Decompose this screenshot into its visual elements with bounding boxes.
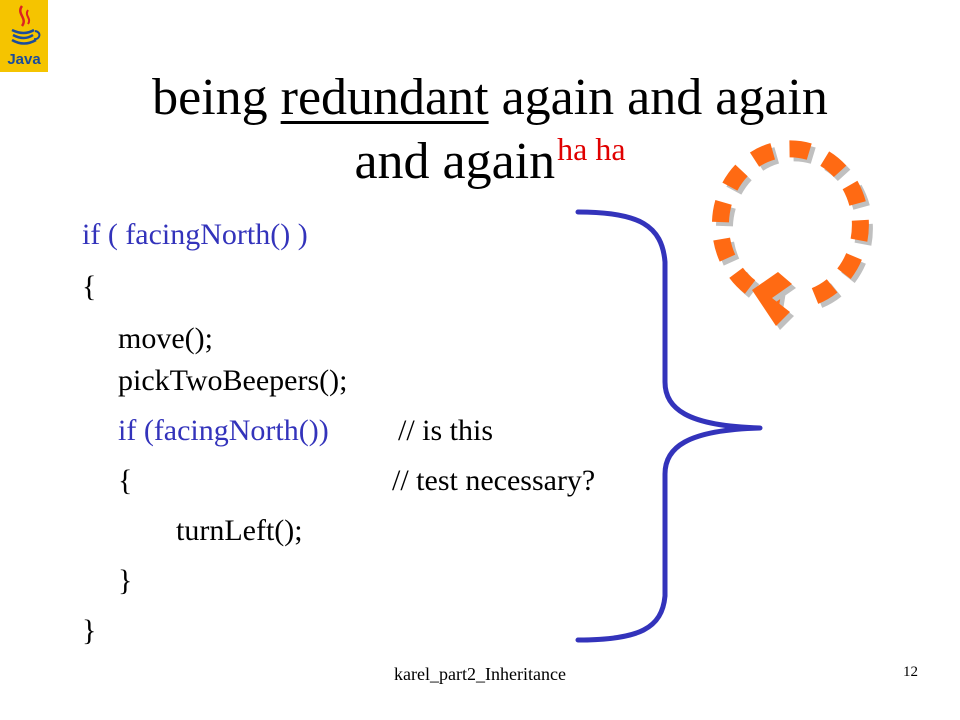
code-line: { — [118, 464, 133, 497]
code-line: } — [118, 564, 133, 597]
title-underlined-word: redundant — [280, 69, 489, 126]
java-logo-icon: Java — [0, 0, 48, 72]
title-line-1: being redundant again and again — [60, 66, 920, 130]
code-line: turnLeft(); — [176, 514, 303, 547]
code-line: } — [82, 614, 97, 647]
title-text-rest: again and again — [488, 69, 828, 126]
footer-text: karel_part2_Inheritance — [394, 664, 566, 684]
code-comment: // is this — [398, 414, 494, 447]
title-text: being — [152, 69, 281, 126]
code-line: if ( facingNorth() ) — [82, 218, 308, 251]
page-number: 12 — [903, 664, 918, 680]
title-line-2: and againha ha — [60, 130, 920, 194]
slide-title: being redundant again and again and agai… — [60, 66, 920, 194]
svg-text:Java: Java — [7, 51, 41, 68]
code-line: pickTwoBeepers(); — [118, 364, 348, 397]
code-line: if (facingNorth()) — [118, 414, 329, 447]
code-line: move(); — [118, 322, 213, 355]
title-superscript: ha ha — [557, 131, 626, 167]
title-text-line2: and again — [354, 133, 556, 190]
code-line: { — [82, 270, 97, 303]
code-comment: // test necessary? — [392, 464, 596, 497]
